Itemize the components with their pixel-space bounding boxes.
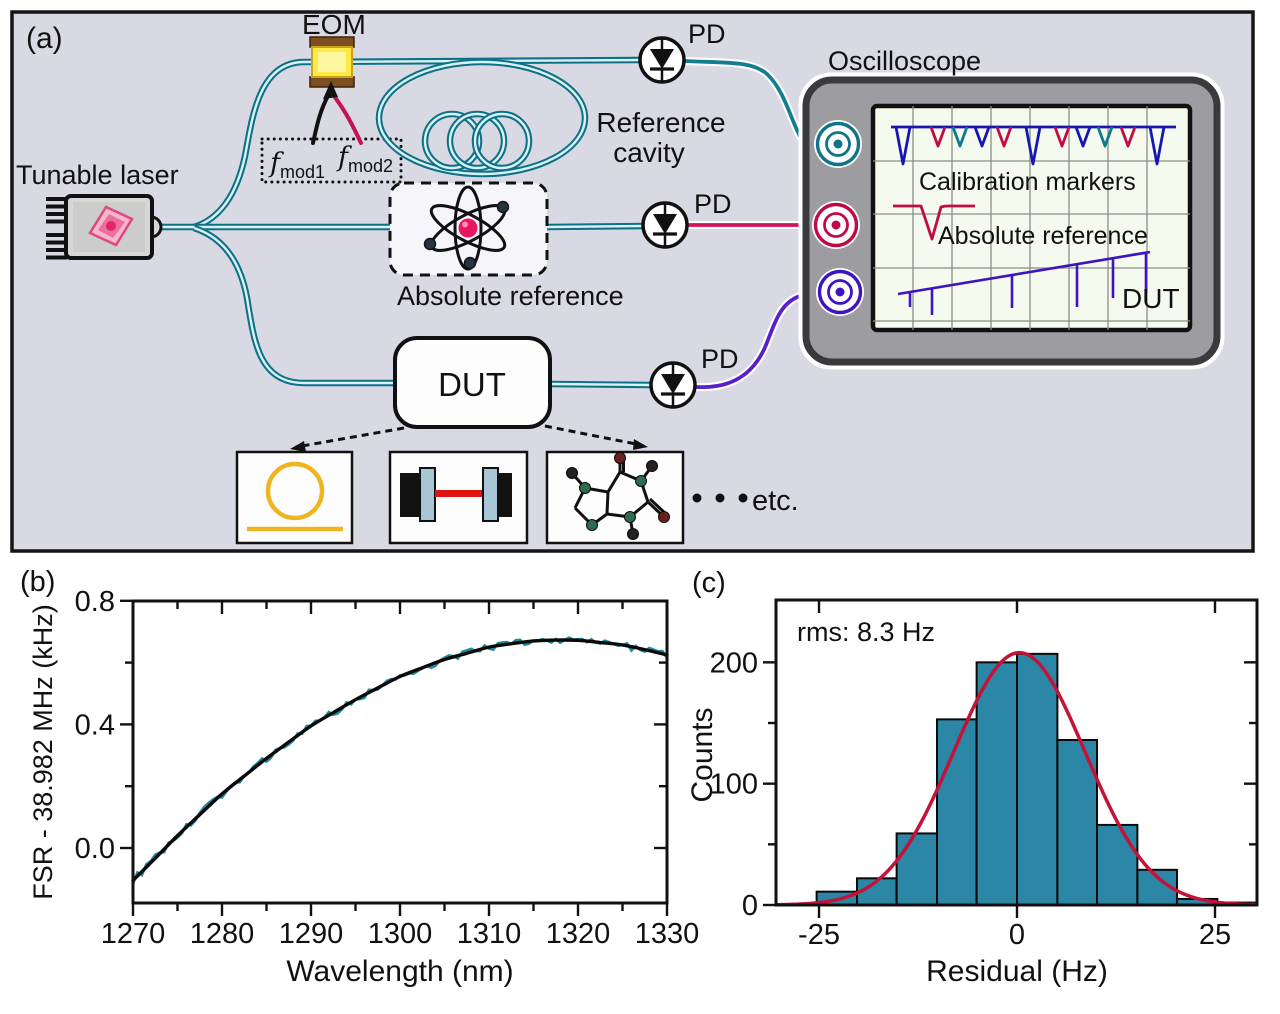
tick-label: 200 [710,647,758,679]
atom-icon [423,185,510,271]
reference-cavity-label: Reference [596,107,725,138]
tick-label: 1270 [101,918,166,950]
panel-b-chart: (b) 1270 1280 1290 1300 1310 1320 1330 0.0 0.4 0.8… [20,566,699,988]
tick-label: 100 [710,769,758,801]
tick-label: 1300 [368,918,433,950]
panel-a-diagram: (a) fmod1 fmod2 Reference cavity [10,9,1255,553]
histogram-bar [895,832,939,906]
calibration-markers-trace [891,125,1176,166]
panel-c-chart: (c) -25 0 25 0 100 200 rms: 8.3 Hz Residual (Hz)… [690,567,1259,988]
panel-b-label: (b) [20,566,55,598]
tick-label: 0.0 [75,833,115,865]
absolute-reference-trace-label: Absolute reference [938,222,1148,250]
histogram-bar [936,718,978,907]
dut-box: DUT [393,336,552,429]
modulation-arrows [311,81,363,145]
x-axis-title: Residual (Hz) [926,955,1108,988]
tick-label: 1310 [457,918,522,950]
panel-a-label: (a) [26,22,63,55]
dut-example-arrows [290,424,648,452]
pd-signal-wires [680,57,820,392]
y-axis-title: Counts [690,707,719,802]
tunable-laser-label: Tunable laser [16,160,179,190]
photodetector-bottom-icon [649,361,697,409]
photodetector-middle-icon [641,201,689,249]
histogram-bar [1016,652,1059,907]
tick-label: 1330 [635,918,700,950]
example-molecule-icon [545,450,685,545]
panel-c-plot: (c) -25 0 25 0 100 200 rms: 8.3 Hz Residual (Hz)… [690,567,1259,988]
tick-label: 1280 [190,918,255,950]
dut-label: DUT [438,366,506,403]
scope-input-2-icon [812,201,860,249]
modulation-frequency-box: fmod1 fmod2 [260,137,403,184]
calibration-markers-label: Calibration markers [919,168,1136,196]
tick-label: 1290 [279,918,344,950]
gaussian-fit-curve [776,650,1257,907]
absolute-reference-label: Absolute reference [397,281,624,311]
histogram-bar [1095,823,1139,906]
x-axis-title: Wavelength (nm) [286,955,513,988]
panel-b-plot: (b) 1270 1280 1290 1300 1310 1320 1330 0.0 0.4 0.8… [20,566,699,988]
tick-label: 0.8 [75,586,115,618]
scope-input-1-icon [814,120,862,168]
etc-dots-icon [692,493,748,503]
dut-trace [897,250,1151,315]
tick-label: 0.4 [75,709,115,741]
scope-input-3-icon [816,268,864,316]
example-ring-resonator-icon [235,450,354,545]
eom-label: EOM [302,9,366,40]
tick-label: 25 [1199,919,1231,951]
rms-annotation: rms: 8.3 Hz [797,617,935,647]
pd-middle-label: PD [694,189,732,219]
tick-label: -25 [798,919,840,951]
dut-trace-label: DUT [1122,283,1180,314]
absolute-reference-trace [893,204,975,241]
photodetector-top-icon [638,36,686,84]
tick-label: 0 [1009,919,1025,951]
example-fabry-perot-icon [388,450,529,545]
panel-c-label: (c) [692,567,726,599]
axis-box [131,599,669,905]
tunable-laser-icon [46,194,163,260]
y-axis-title: FSR - 38.982 MHz (kHz) [28,604,58,900]
pd-top-label: PD [688,19,726,49]
reference-cavity-label-2: cavity [613,137,685,168]
tick-label: 1320 [546,918,611,950]
fit-curve [131,638,669,883]
oscilloscope: Calibration markers Absolute reference D… [798,72,1225,370]
absolute-reference-box [388,181,549,277]
tick-label: 0 [742,890,758,922]
eom-icon [309,36,355,88]
oscilloscope-label: Oscilloscope [828,46,981,76]
histogram-bar [975,661,1018,907]
etc-label: etc. [752,485,799,517]
pd-bottom-label: PD [701,344,739,374]
